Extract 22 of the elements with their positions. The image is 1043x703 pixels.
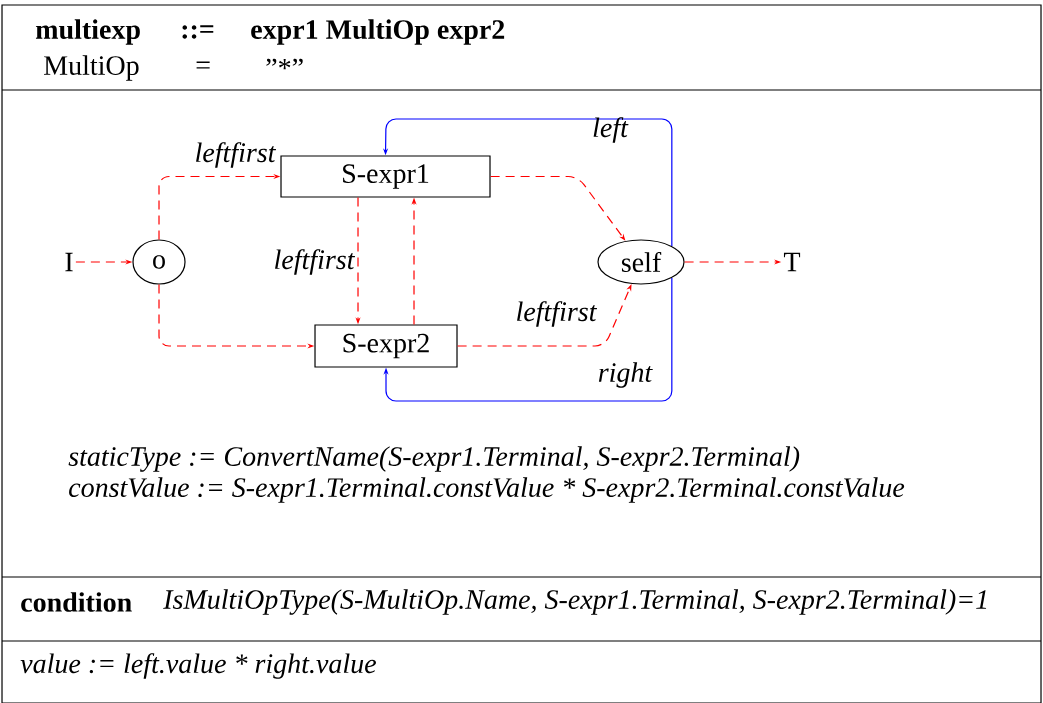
- grammar-rule: expr1 MultiOp expr2: [251, 19, 505, 45]
- arrow: [383, 118, 673, 247]
- arrow: [383, 277, 673, 402]
- process-box: S-expr2: [314, 324, 458, 368]
- condition-expression: IsMultiOpType(S-MultiOp.Name, S-expr1.Terminal, S-expr2.Terminal)=1: [163, 589, 987, 615]
- terminal-label: I: [65, 252, 73, 272]
- attribute-rule: staticType := ConvertName(S-expr1.Terminal, S-expr2.Terminal): [68, 446, 800, 472]
- grammar-rule: ”*”: [266, 58, 303, 70]
- process-box: S-expr1: [280, 155, 491, 198]
- attribute-rule: constValue := S-expr1.Terminal.constValue * S-expr2.Terminal.constValue: [69, 477, 905, 503]
- grammar-operator: ::=: [182, 25, 214, 39]
- condition-keyword: condition: [21, 592, 132, 612]
- terminal-label: T: [783, 252, 801, 272]
- edge-label: leftfirst: [196, 142, 277, 168]
- grammar-symbol: multiexp: [35, 19, 140, 45]
- edge-label: leftfirst: [517, 301, 598, 327]
- grammar-symbol: MultiOp: [44, 55, 139, 81]
- edge-label: leftfirst: [275, 249, 356, 275]
- grammar-operator: =: [196, 61, 210, 69]
- edge-label: left: [593, 117, 629, 143]
- edge-label: right: [598, 362, 653, 388]
- semantic-rule: value := left.value * right.value: [20, 653, 376, 679]
